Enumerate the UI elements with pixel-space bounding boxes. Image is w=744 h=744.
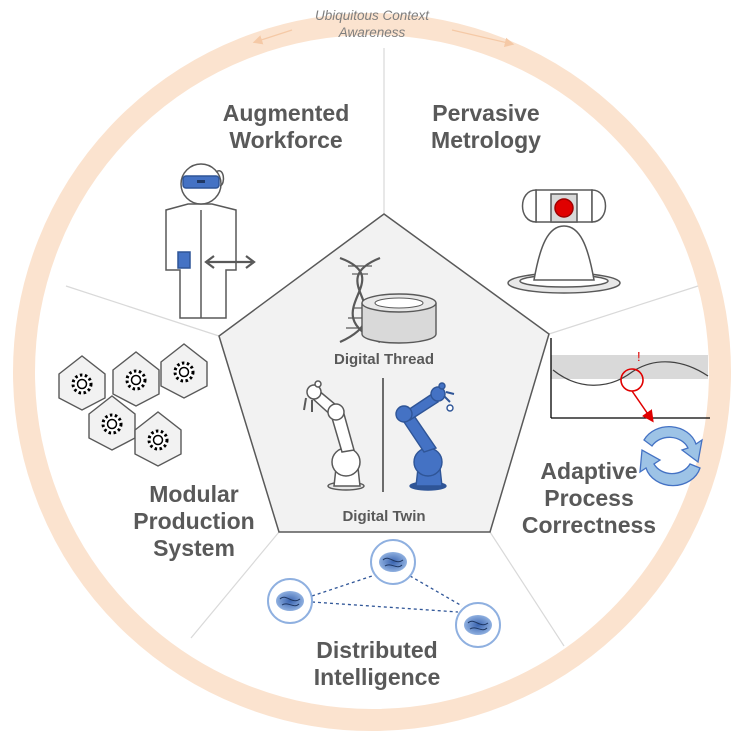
brain-node-icon xyxy=(455,602,501,648)
label-line: Distributed xyxy=(316,637,438,663)
alert-mark: ! xyxy=(637,349,641,364)
digital-twin-label: Digital Twin xyxy=(342,508,426,525)
label-line: Intelligence xyxy=(313,664,441,690)
label-line: Modular xyxy=(149,481,239,507)
label-line: Augmented xyxy=(222,100,350,126)
context-label: Ubiquitous Context Awareness xyxy=(262,7,482,41)
label-line: System xyxy=(153,535,235,561)
module-hexagon xyxy=(160,343,208,399)
physical-robot-arm-icon xyxy=(303,380,365,491)
label-line: Workforce xyxy=(229,127,343,153)
augmented-workforce-label: Augmented Workforce xyxy=(196,100,376,154)
context-label-line: Awareness xyxy=(338,25,406,40)
label-line: Correctness xyxy=(521,512,657,538)
laser-tracker-icon xyxy=(507,189,621,294)
adaptive-process-correctness-label: Adaptive Process Correctness xyxy=(494,458,684,539)
context-arrow-right xyxy=(451,29,515,48)
process-chart-icon xyxy=(550,338,710,423)
pervasive-metrology-label: Pervasive Metrology xyxy=(396,100,576,154)
label-line: Production xyxy=(133,508,255,534)
cycle-arrows-icon xyxy=(639,426,703,487)
digital-robot-arm-icon xyxy=(395,382,455,491)
module-hexagon xyxy=(88,395,136,451)
dna-icon xyxy=(339,256,381,344)
module-hexagon xyxy=(112,351,160,407)
brain-node-icon xyxy=(267,578,313,624)
module-hexagon xyxy=(134,411,182,467)
context-label-line: Ubiquitous Context xyxy=(314,8,430,23)
augmented-worker-icon xyxy=(165,163,256,319)
center-pentagon xyxy=(218,213,550,533)
label-line: Pervasive xyxy=(432,100,540,126)
segment-dividers xyxy=(65,48,699,647)
label-line: Adaptive xyxy=(540,458,638,484)
context-arrow-left xyxy=(252,29,293,45)
brain-network-links xyxy=(311,573,463,613)
modular-production-icons xyxy=(58,343,208,467)
context-ring xyxy=(13,13,731,731)
modular-production-system-label: Modular Production System xyxy=(104,481,284,562)
brain-node-icon xyxy=(370,539,416,585)
distributed-intelligence-label: Distributed Intelligence xyxy=(282,637,472,691)
database-disk-icon xyxy=(361,293,437,344)
label-line: Metrology xyxy=(431,127,541,153)
digital-thread-label: Digital Thread xyxy=(333,351,434,368)
label-line: Process xyxy=(544,485,634,511)
module-hexagon xyxy=(58,355,106,411)
